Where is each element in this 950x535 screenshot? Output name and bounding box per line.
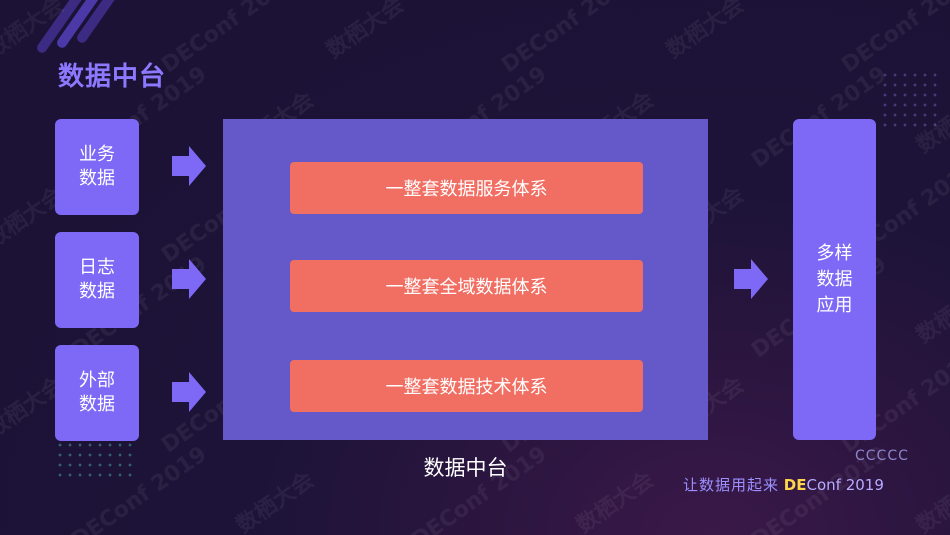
watermark-text: 数栖大会 <box>662 0 749 64</box>
layer-technology: 一整套数据技术体系 <box>290 360 643 412</box>
footer-slogan: 让数据用起来 DEConf 2019 <box>683 474 884 495</box>
watermark-text: 数栖大会 <box>912 467 950 535</box>
source-box-log: 日志数据 <box>55 232 139 328</box>
cc-mark: CCCCC <box>855 448 909 464</box>
watermark-text: 数栖大会 <box>912 277 950 349</box>
brand-suffix: Conf 2019 <box>806 476 884 494</box>
arrow-right-icon <box>172 372 206 412</box>
application-label: 多样数据应用 <box>816 242 853 316</box>
arrow-right-icon <box>172 146 206 186</box>
page-title: 数据中台 <box>58 62 167 92</box>
source-label: 外部数据 <box>79 370 115 415</box>
source-label: 日志数据 <box>79 257 115 302</box>
watermark-text: 数栖大会 <box>322 0 409 64</box>
slogan-text: 让数据用起来 <box>683 476 780 494</box>
source-box-business: 业务数据 <box>55 119 139 215</box>
application-box: 多样数据应用 <box>793 119 876 440</box>
arrow-right-icon <box>734 259 768 299</box>
source-label: 业务数据 <box>79 144 115 189</box>
watermark-text: DEConf 2019 <box>837 0 950 79</box>
layer-global-data: 一整套全域数据体系 <box>290 260 643 312</box>
watermark-text: DEConf 2019 <box>157 0 302 79</box>
brand-prefix: DE <box>783 476 807 494</box>
decorative-dots <box>55 440 135 480</box>
platform-caption: 数据中台 <box>423 456 508 480</box>
layer-service: 一整套数据服务体系 <box>290 162 643 214</box>
watermark-text: DEConf 2019 <box>497 0 642 79</box>
arrow-right-icon <box>172 259 206 299</box>
decorative-dots <box>880 70 940 130</box>
source-box-external: 外部数据 <box>55 345 139 441</box>
